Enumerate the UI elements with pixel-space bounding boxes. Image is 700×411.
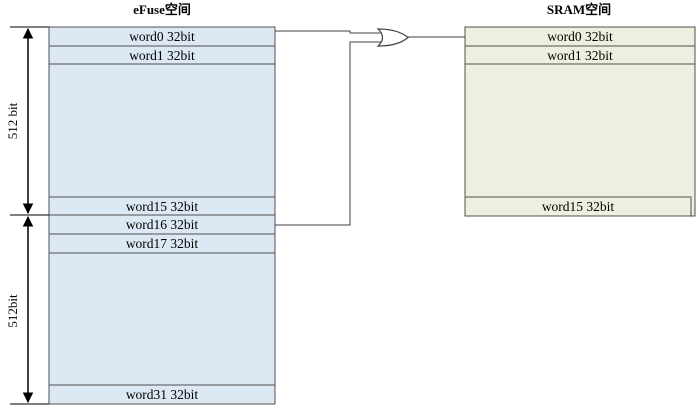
efuse-row-word0: word0 32bit xyxy=(129,29,195,44)
sram-row-word15-box xyxy=(464,196,692,217)
dimension-markers: 512 bit 512bit xyxy=(5,26,49,405)
efuse-title: eFuse空间 xyxy=(133,2,191,17)
efuse-row-word16: word16 32bit xyxy=(126,217,199,232)
efuse-row-word31: word31 32bit xyxy=(126,387,199,402)
mapping-connectors xyxy=(275,28,465,226)
efuse-row-word1: word1 32bit xyxy=(129,48,195,63)
sram-block-background xyxy=(464,26,696,217)
upper-dimension-label: 512 bit xyxy=(5,102,20,139)
lower-dimension-label: 512bit xyxy=(5,294,20,328)
efuse-row-word17: word17 32bit xyxy=(126,236,199,251)
sram-row-word1: word1 32bit xyxy=(547,48,613,63)
sram-row-word0: word0 32bit xyxy=(547,29,613,44)
or-gate-symbol xyxy=(376,28,409,47)
sram-title: SRAM空间 xyxy=(547,2,611,17)
efuse-row-word15: word15 32bit xyxy=(126,199,199,214)
sram-row-word15: word15 32bit xyxy=(542,199,615,214)
sram-block: word0 32bit word1 32bit word15 32bit xyxy=(464,26,696,217)
connector-word16 xyxy=(275,41,384,226)
connector-word0 xyxy=(275,30,384,34)
efuse-block: word0 32bit word1 32bit word15 32bit wor… xyxy=(48,26,276,405)
